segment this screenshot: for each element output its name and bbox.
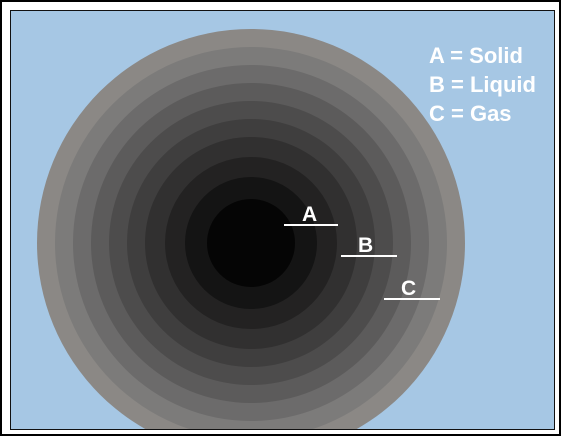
marker-b-letter: B — [358, 234, 373, 257]
legend: A = Solid B = Liquid C = Gas — [429, 43, 536, 126]
marker-c-letter: C — [401, 277, 416, 300]
marker-a-letter: A — [302, 203, 317, 226]
marker-b: B — [341, 234, 397, 257]
state-of-matter-diagram: A = Solid B = Liquid C = Gas A B C — [37, 29, 536, 429]
marker-a: A — [284, 203, 338, 226]
legend-solid: A = Solid — [429, 43, 523, 68]
legend-liquid: B = Liquid — [429, 72, 536, 97]
marker-c: C — [384, 277, 440, 300]
concentric-rings — [37, 29, 465, 429]
core — [207, 199, 295, 287]
diagram-panel: A = Solid B = Liquid C = Gas A B C — [10, 10, 555, 430]
legend-gas: C = Gas — [429, 101, 512, 126]
